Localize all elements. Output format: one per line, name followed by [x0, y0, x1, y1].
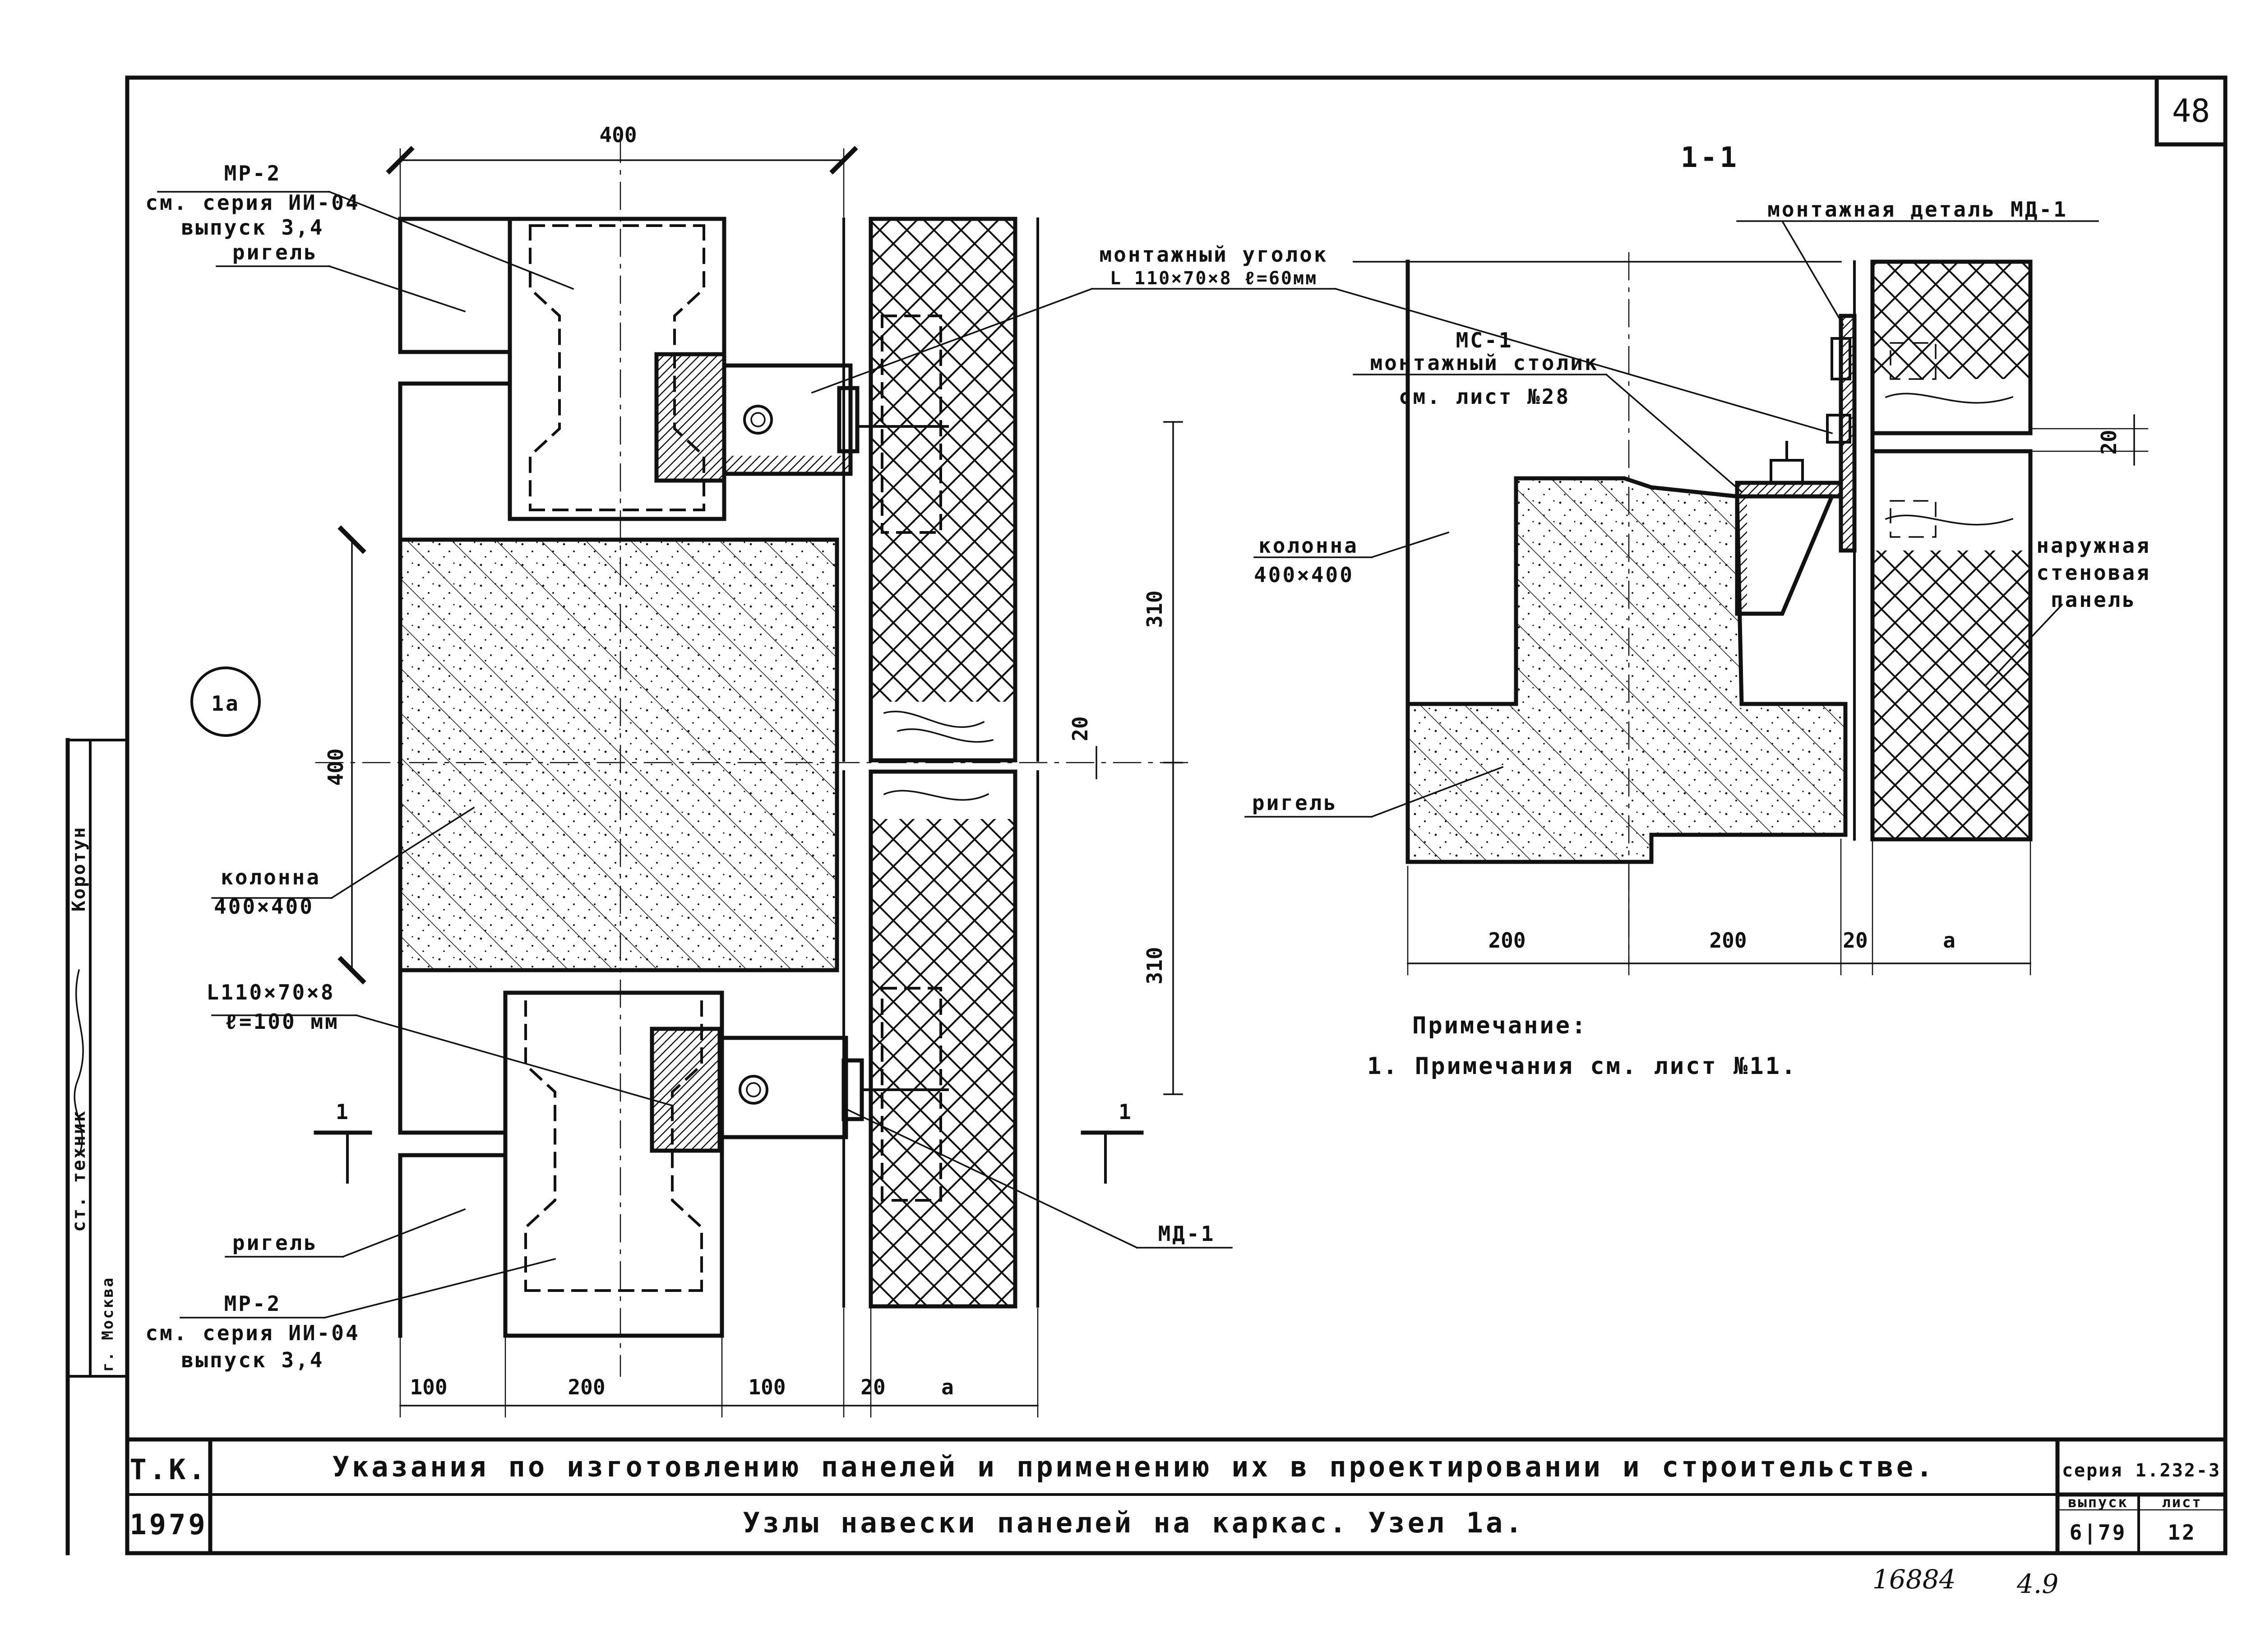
section-panels	[1853, 259, 2033, 842]
plan-column	[398, 537, 839, 972]
section-label-rigel: ригель	[1252, 791, 1338, 815]
section-label-panel-3: панель	[2051, 588, 2136, 612]
stamp-position: ст. техник	[69, 1110, 89, 1232]
svg-text:1: 1	[1119, 1100, 1133, 1124]
notes-heading: Примечание:	[1412, 1012, 1587, 1039]
section-dim-b4: a	[1943, 928, 1956, 953]
title-main: Указания по изготовлению панелей и приме…	[333, 1450, 1936, 1483]
label-md1: МД-1	[1158, 1222, 1216, 1246]
issue-label: выпуск	[2068, 1494, 2128, 1511]
list-value: 12	[2168, 1520, 2196, 1545]
dim-right-upper: 310	[1142, 590, 1167, 628]
plan-view: 400 400 310 310 20 100 200 100 20 a	[145, 123, 1336, 1418]
organization: Т.К.	[129, 1453, 208, 1486]
label-angle-top-2: L 110×70×8 ℓ=60мм	[1110, 268, 1318, 289]
dim-left: 400	[324, 748, 348, 786]
label-mr2-top: МР-2	[224, 161, 282, 185]
section-label-column-2: 400×400	[1254, 563, 1354, 587]
section-label-mc1-3: см. лист №28	[1399, 384, 1570, 409]
label-mr2-bottom-ref2: выпуск 3,4	[181, 1348, 324, 1372]
dim-bottom-1: 100	[410, 1375, 447, 1399]
section-dim-b3: 20	[1843, 928, 1868, 953]
sheet-frame	[65, 75, 2228, 1555]
archive-number: 16884	[1872, 1564, 1956, 1595]
section-dim-b2: 200	[1709, 928, 1747, 953]
year: 1979	[129, 1508, 208, 1541]
section-label-panel-1: наружная	[2036, 533, 2151, 558]
label-rigel-top: ригель	[232, 240, 318, 264]
cut-marker-right: 1	[1081, 1100, 1144, 1184]
label-rigel-bottom: ригель	[232, 1231, 318, 1255]
plan-panel-lower	[842, 769, 1039, 1309]
label-angle-bottom-2: ℓ=100 мм	[225, 1009, 339, 1034]
plan-leaders	[157, 190, 1336, 1319]
section-support-table	[1735, 441, 1843, 616]
section-dim-b1: 200	[1488, 928, 1526, 953]
section-label-column-1: колонна	[1258, 533, 1359, 558]
issue-value: 6|79	[2070, 1520, 2127, 1545]
notes-item-1: 1. Примечания см. лист №11.	[1367, 1053, 1797, 1080]
dim-bottom-5: a	[941, 1375, 954, 1399]
dim-bottom-3: 100	[748, 1375, 786, 1399]
svg-text:1: 1	[336, 1100, 350, 1124]
plan-panel-upper	[842, 217, 1039, 763]
archive-ratio: 4.9	[2016, 1569, 2058, 1599]
label-mr2-bottom-ref1: см. серия ИИ-04	[145, 1321, 360, 1345]
title-block: 48 Т.К. 1979 Указания по изготовлению па…	[69, 93, 2221, 1599]
section-label-panel-2: стеновая	[2036, 560, 2151, 585]
dim-right-lower: 310	[1142, 947, 1167, 984]
cut-marker-left: 1	[314, 1100, 372, 1184]
section-dim-gap: 20	[2097, 430, 2121, 454]
section-view: 1-1	[1244, 141, 2151, 976]
title-sub: Узлы навески панелей на каркас. Узел 1а.	[743, 1506, 1525, 1539]
label-column-1: колонна	[221, 865, 321, 889]
plan-rigel-lower	[398, 968, 724, 1338]
dim-top: 400	[599, 123, 637, 147]
label-angle-top-1: монтажный уголок	[1099, 242, 1328, 267]
node-mark-circle	[190, 666, 261, 737]
node-mark: 1а	[211, 691, 240, 716]
section-title: 1-1	[1681, 141, 1739, 174]
label-angle-bottom-1: L110×70×8	[206, 980, 335, 1004]
section-mounting-detail	[1826, 314, 1857, 553]
section-label-mc1-1: МС-1	[1456, 328, 1513, 352]
plan-dimensions: 400 400 310 310 20 100 200 100 20 a	[324, 123, 1183, 1418]
section-label-mc1-2: монтажный столик	[1370, 351, 1599, 375]
section-leaders	[1244, 220, 2099, 818]
sheet-corner-number: 48	[2172, 93, 2210, 130]
section-label-md1: монтажная деталь МД-1	[1767, 197, 2068, 222]
label-mr2-bottom: МР-2	[224, 1291, 282, 1316]
dim-bottom-4: 20	[860, 1375, 885, 1399]
section-dimensions: 200 200 20 a 20	[1407, 414, 2149, 976]
series: серия 1.232-3	[2062, 1460, 2221, 1481]
list-label: лист	[2162, 1494, 2202, 1511]
stamp-city: г. Москва	[99, 1277, 117, 1372]
dim-right-gap: 20	[1068, 716, 1092, 741]
dim-bottom-2: 200	[568, 1375, 605, 1399]
label-mr2-top-ref1: см. серия ИИ-04	[145, 190, 360, 215]
label-column-2: 400×400	[214, 894, 314, 919]
signature-mark	[74, 969, 84, 1157]
label-mr2-top-ref2: выпуск 3,4	[181, 215, 324, 240]
notes: Примечание: 1. Примечания см. лист №11.	[1367, 1012, 1797, 1080]
stamp-name: Коротун	[69, 826, 89, 912]
